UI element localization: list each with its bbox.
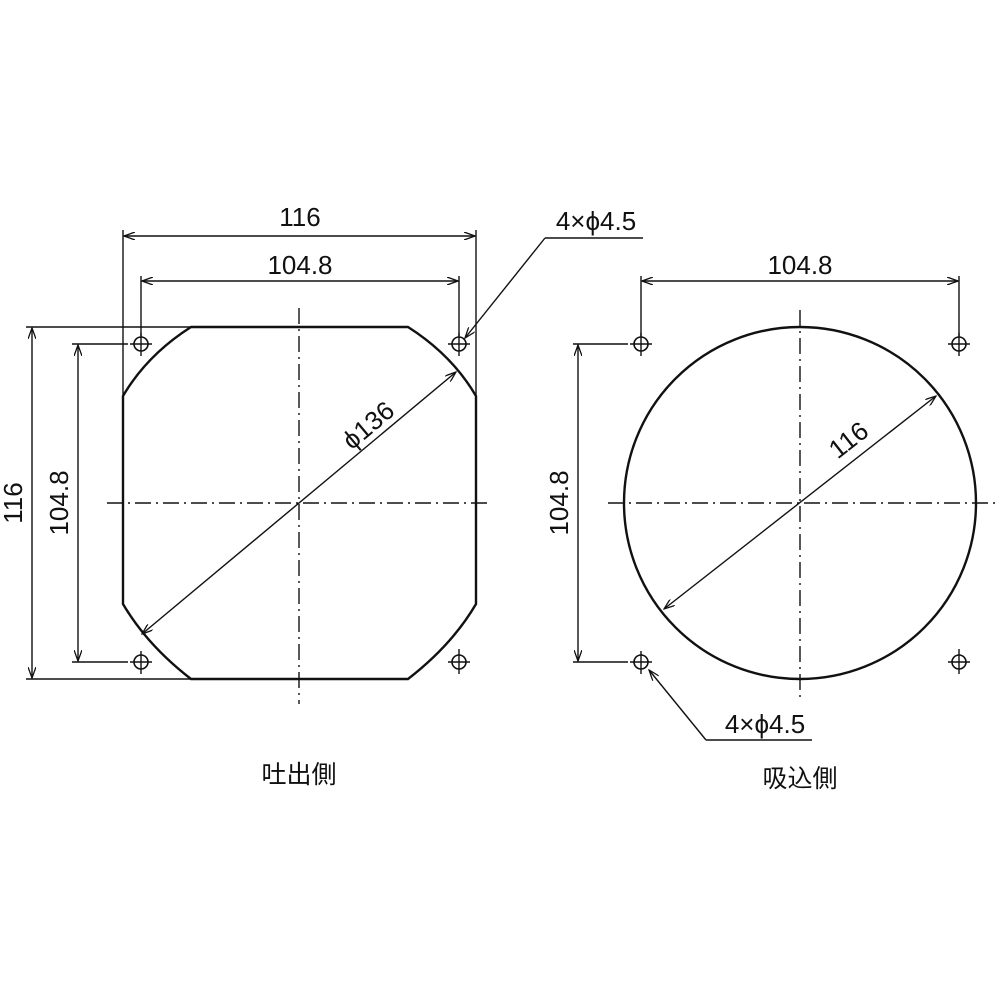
hole-bottom-right	[948, 649, 970, 674]
exhaust-hole-pitch-vertical: 104.8	[44, 343, 128, 663]
intake-side-view: 104.8 104.8 116 4×ϕ4.5 吸込側	[544, 250, 996, 793]
intake-diameter-label: 116	[823, 415, 874, 464]
exhaust-hole-pitch-horizontal-label: 104.8	[267, 250, 332, 280]
intake-mounting-holes	[630, 333, 970, 674]
exhaust-hole-pitch-vertical-label: 104.8	[44, 470, 74, 535]
hole-top-left	[630, 333, 652, 356]
exhaust-hole-callout: 4×ϕ4.5	[465, 206, 643, 338]
hole-bottom-left	[630, 651, 652, 674]
hole-top-right	[948, 333, 970, 356]
hole-top-left	[130, 333, 152, 356]
exhaust-width-dimension: 116	[122, 202, 477, 396]
intake-hole-callout-label: 4×ϕ4.5	[725, 709, 805, 739]
intake-hole-pitch-horizontal-label: 104.8	[767, 250, 832, 280]
exhaust-frame-outline	[121, 325, 478, 681]
exhaust-hole-pitch-horizontal: 104.8	[140, 250, 460, 336]
intake-hole-pitch-vertical-label: 104.8	[544, 470, 574, 535]
exhaust-height-label: 116	[0, 482, 28, 523]
exhaust-hole-callout-label: 4×ϕ4.5	[556, 206, 636, 236]
hole-bottom-right	[448, 649, 470, 674]
hole-bottom-left	[130, 651, 152, 674]
exhaust-height-dimension: 116	[0, 326, 191, 680]
hole-top-right	[448, 333, 470, 356]
exhaust-mounting-holes	[130, 333, 470, 674]
intake-side-caption: 吸込側	[762, 764, 837, 793]
intake-hole-callout: 4×ϕ4.5	[649, 670, 812, 741]
intake-hole-pitch-horizontal: 104.8	[640, 250, 960, 336]
exhaust-side-caption: 吐出側	[261, 760, 336, 789]
exhaust-diagonal-label: ϕ136	[336, 395, 400, 455]
exhaust-width-label: 116	[279, 202, 320, 232]
intake-hole-pitch-vertical: 104.8	[544, 343, 628, 663]
